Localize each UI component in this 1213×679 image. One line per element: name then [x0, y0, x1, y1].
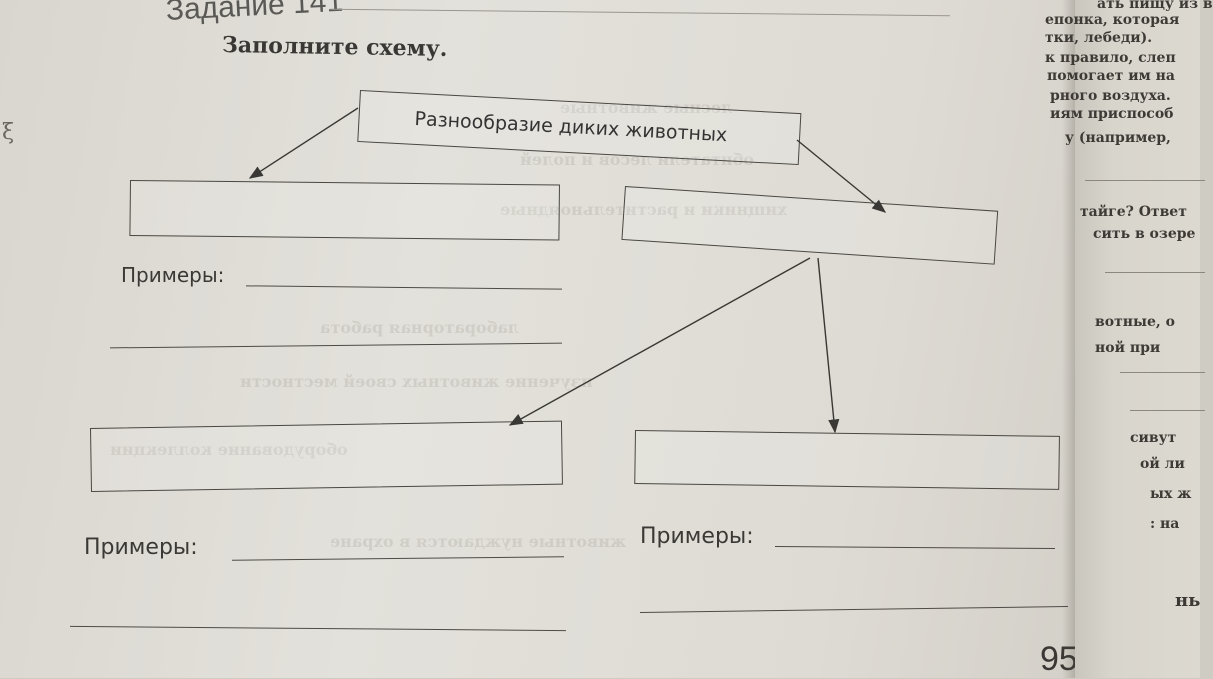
facing-page-rule: [1105, 272, 1205, 273]
facing-page-text: сивут: [1130, 430, 1177, 446]
facing-page-text: ой ли: [1140, 456, 1185, 472]
facing-page: ать пищу из в епонка, которая тки, лебед…: [1045, 0, 1213, 678]
facing-page-text: тайге? Ответ: [1080, 204, 1187, 220]
facing-page-rule: [1085, 180, 1205, 181]
facing-page-text: ной при: [1095, 340, 1161, 356]
facing-page-text: рного воздуха.: [1050, 88, 1171, 104]
facing-page-rule: [1120, 372, 1205, 373]
facing-page-text: иям приспособ: [1050, 106, 1174, 122]
examples-label-bottom-left: Примеры:: [84, 535, 198, 560]
facing-page-text: у (например,: [1065, 130, 1171, 146]
facing-page-text: : на: [1150, 516, 1180, 532]
arrow-root-to-right: [796, 139, 887, 213]
facing-page-text: ых ж: [1150, 486, 1192, 502]
facing-page-text: к правило, слеп: [1045, 50, 1176, 66]
facing-page-text: епонка, которая: [1045, 12, 1180, 28]
facing-page-text: ать пищу из в: [1097, 0, 1213, 12]
page-number: 95: [1040, 640, 1078, 678]
page-edge-mark: ξ: [2, 120, 15, 145]
arrow-right-to-sub-left: [508, 257, 811, 426]
examples-label-left-top: Примеры:: [121, 263, 225, 287]
facing-page-text: сить в озере: [1093, 226, 1196, 242]
examples-label-bottom-right: Примеры:: [640, 524, 754, 549]
arrow-right-to-sub-right: [817, 257, 840, 434]
facing-page-text: помогает им на: [1047, 68, 1175, 84]
facing-page-text: нь: [1175, 590, 1201, 611]
facing-page-rule: [1130, 410, 1205, 411]
facing-page-text: тки, лебеди).: [1045, 30, 1153, 46]
arrow-root-to-left: [248, 107, 359, 179]
facing-page-text: вотные, о: [1095, 314, 1176, 330]
